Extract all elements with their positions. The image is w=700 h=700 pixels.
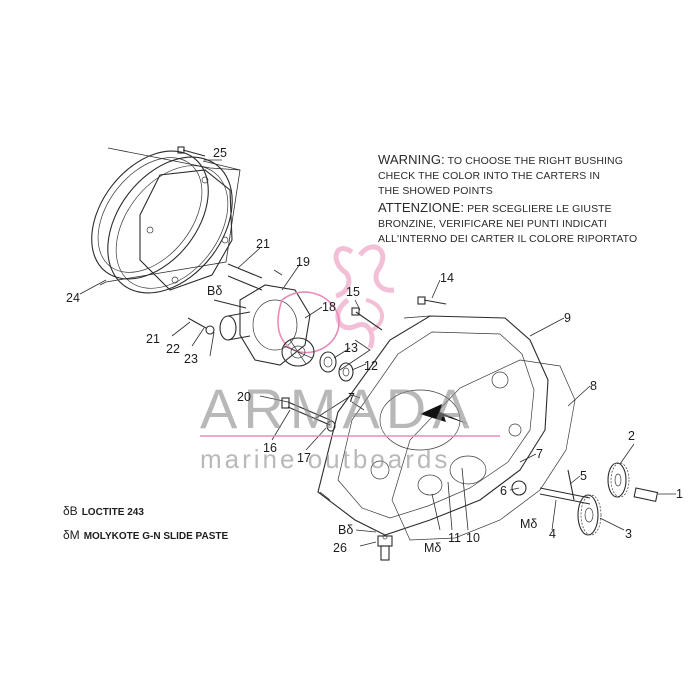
callout-15: 15: [346, 285, 360, 299]
part-12-bearing: [338, 362, 354, 382]
part-15-screw: [351, 307, 383, 331]
callout-21a: 21: [256, 237, 270, 251]
warning-note-en: WARNING: TO CHOOSE THE RIGHT BUSHING CHE…: [378, 152, 623, 199]
warning-line-2-it: BRONZINE, VERIFICARE NEI PUNTI INDICATI: [378, 218, 607, 230]
warning-note-it: ATTENZIONE: PER SCEGLIERE LE GIUSTE BRON…: [378, 200, 637, 247]
part-18-gasket: [277, 291, 340, 354]
part-25-screw: [177, 146, 206, 157]
callout-11: 11: [448, 531, 461, 545]
part-19-pump-cover: [219, 284, 311, 366]
part-6-bushing: [511, 480, 527, 496]
part-13-seal: [319, 351, 337, 373]
legend-text-loctite: LOCTITE 243: [81, 507, 144, 518]
callout-20: 20: [237, 390, 251, 404]
warning-line-3-it: ALL'INTERNO DEI CARTER IL COLORE RIPORTA…: [378, 233, 638, 245]
part-8-gasket: [391, 359, 576, 541]
callout-19: 19: [296, 255, 310, 269]
legend-symbol-b: δB: [63, 504, 78, 518]
callout-12: 12: [364, 359, 378, 373]
part-14-screw: [417, 296, 447, 305]
watermark-subtitle: marine outboards: [200, 444, 450, 474]
watermark-brand: ARMADA: [200, 377, 476, 440]
mark-b-2: Bδ: [338, 523, 353, 537]
part-5-pin: [567, 469, 575, 501]
warning-line-3-en: THE SHOWED POINTS: [378, 185, 493, 197]
part-26-plug: [377, 534, 393, 561]
callout-14: 14: [440, 271, 454, 285]
part-2-gear: [607, 462, 630, 498]
callout-23: 23: [184, 352, 198, 366]
warning-line-1-en: TO CHOOSE THE RIGHT BUSHING: [444, 155, 623, 167]
callout-21b: 21: [146, 332, 160, 346]
callout-17: 17: [297, 451, 311, 465]
part-20-impeller: [281, 337, 315, 367]
callout-13: 13: [344, 341, 358, 355]
callout-6: 6: [500, 484, 507, 498]
callout-16: 16: [263, 441, 277, 455]
callout-10: 10: [466, 531, 480, 545]
part-9-crankcase: [317, 315, 549, 536]
callout-8: 8: [590, 379, 597, 393]
mark-m-1: Mδ: [520, 517, 537, 531]
legend-text-molykote: MOLYKOTE G-N SLIDE PASTE: [83, 531, 229, 542]
warning-line-1-it: PER SCEGLIERE LE GIUSTE: [464, 203, 612, 215]
part-24-cover: [91, 150, 233, 294]
callout-2: 2: [628, 429, 635, 443]
warning-arrow-icon: [420, 404, 468, 424]
watermark-logo-icon: [333, 244, 395, 349]
callout-9: 9: [564, 311, 571, 325]
callout-1: 1: [676, 487, 683, 501]
part-1-pin: [633, 487, 659, 503]
callout-26: 26: [333, 541, 347, 555]
callout-22: 22: [166, 342, 180, 356]
callout-24: 24: [66, 291, 80, 305]
callout-7a: 7: [348, 391, 355, 405]
mark-b-1: Bδ: [207, 284, 222, 298]
warning-heading-en: WARNING:: [378, 152, 445, 167]
part-3-gear: [577, 494, 602, 536]
mark-m-2: Mδ: [424, 541, 441, 555]
callout-3: 3: [625, 527, 632, 541]
warning-heading-it: ATTENZIONE:: [378, 200, 465, 215]
legend-symbol-m: δM: [63, 528, 80, 542]
part-21-screws: [187, 263, 263, 335]
part-16-bolt: [281, 397, 331, 426]
callout-7b: 7: [536, 447, 543, 461]
callout-4: 4: [549, 527, 556, 541]
part-4-shaft: [539, 487, 591, 505]
warning-line-2-en: CHECK THE COLOR INTO THE CARTERS IN: [378, 170, 601, 182]
callout-18: 18: [322, 300, 336, 314]
callout-25: 25: [213, 146, 227, 160]
callout-5: 5: [580, 469, 587, 483]
